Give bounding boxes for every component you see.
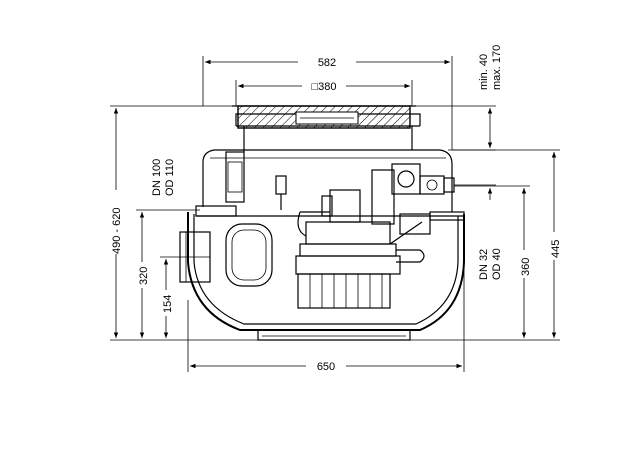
discharge-pipework (275, 163, 455, 263)
cover-offset-max-label: max. 170 (491, 45, 503, 90)
dimension-top-width: 582 (202, 56, 453, 150)
dimension-total-height: 490 - 620 (109, 105, 258, 341)
total-height-label: 490 - 620 (111, 208, 123, 254)
lower-height-label: 154 (162, 295, 174, 313)
dimension-outlet-height: 360 (410, 185, 560, 341)
cover-offset-min-label: min. 40 (478, 54, 490, 90)
right-height-label: 445 (550, 240, 562, 258)
dimension-lower-height: 154 (160, 256, 180, 338)
inlet-od-label: OD 110 (164, 159, 176, 196)
dimension-inlet-height: 320 (136, 209, 200, 338)
inlet-height-label: 320 (138, 267, 150, 285)
dimension-cover-offset: min. 40 max. 170 (416, 45, 503, 151)
bottom-width-label: 650 (317, 361, 335, 373)
tank-body (187, 205, 465, 341)
inlet-pipe-label: DN 100 OD 110 (151, 159, 176, 196)
dimension-right-height: 445 (452, 149, 562, 338)
dimension-bottom-width: 650 (187, 262, 465, 373)
outlet-pipe-label: DN 32 OD 40 (454, 184, 503, 280)
outlet-height-label: 360 (520, 258, 532, 276)
dimension-cover-width: □380 (235, 80, 413, 106)
pump-assembly (295, 189, 401, 309)
top-width-label: 582 (318, 57, 336, 69)
manhole-cover (232, 105, 416, 129)
outlet-dn-label: DN 32 (478, 249, 490, 280)
cover-width-label: □380 (312, 81, 337, 93)
inlet-dn-label: DN 100 (151, 159, 163, 196)
outlet-od-label: OD 40 (491, 248, 503, 280)
